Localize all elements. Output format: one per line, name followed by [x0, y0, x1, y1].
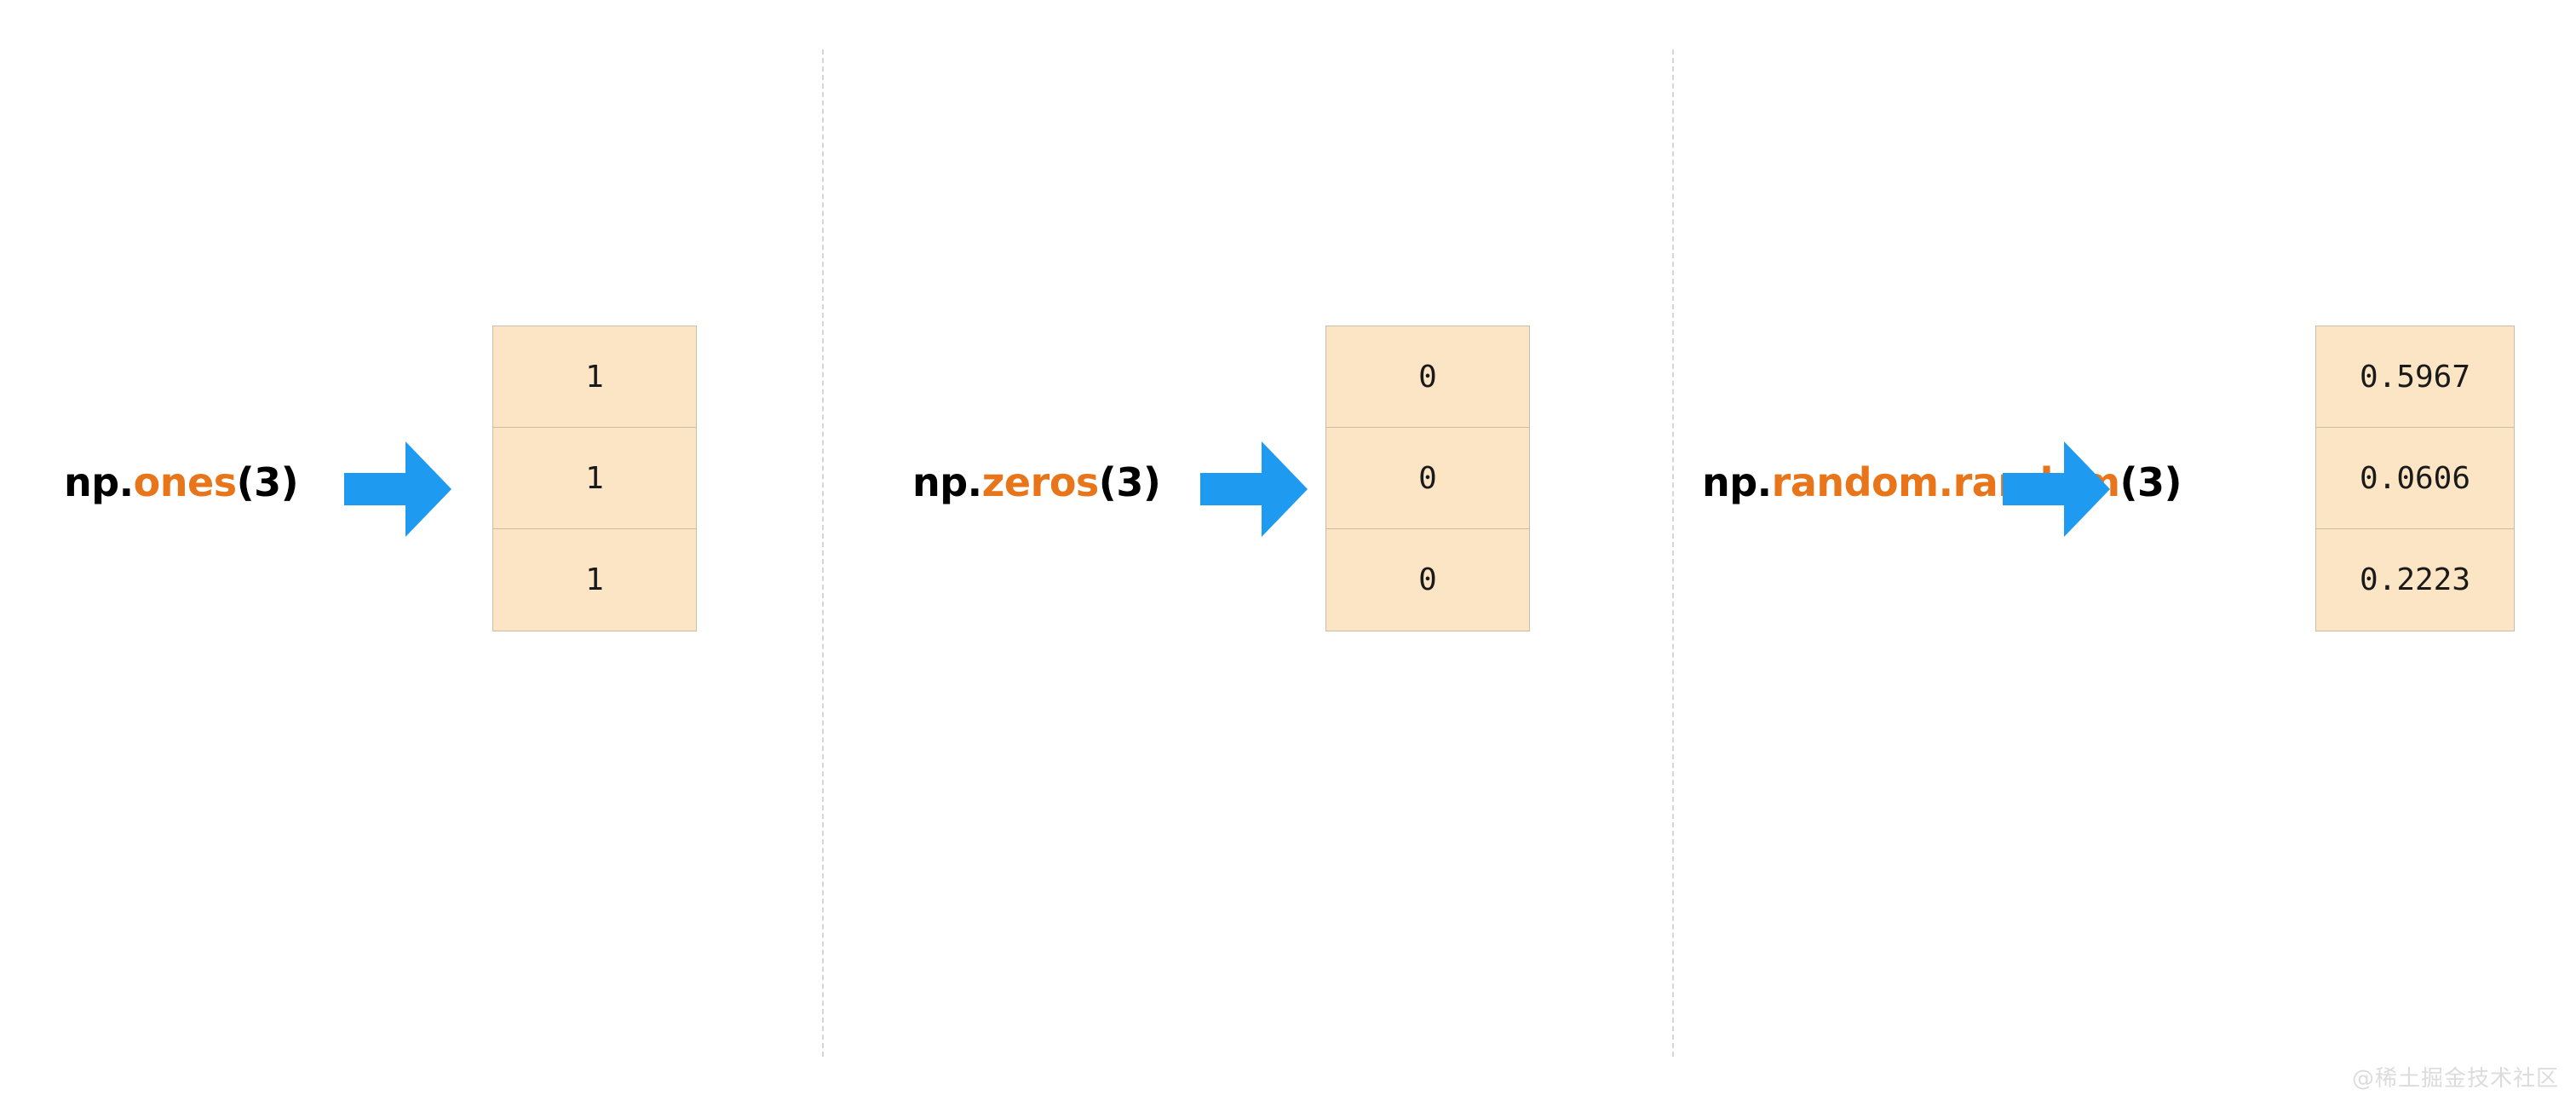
- code-function-name: zeros: [981, 459, 1100, 505]
- array-table-ones: 1 1 1: [492, 326, 697, 631]
- code-arguments: (3): [2119, 459, 2182, 505]
- table-row: 0: [1326, 529, 1529, 631]
- table-row: 0.0606: [2316, 428, 2514, 529]
- right-arrow-icon: [344, 441, 451, 537]
- panel-ones: np.ones(3) 1 1 1: [0, 0, 822, 1101]
- code-arguments: (3): [236, 459, 299, 505]
- code-namespace: np.: [1702, 459, 1772, 505]
- panel-zeros: np.zeros(3) 0 0 0: [822, 0, 1672, 1101]
- right-arrow-icon: [2003, 441, 2110, 537]
- watermark: @稀土掘金技术社区: [2351, 1066, 2559, 1092]
- panel-divider-1: [822, 49, 824, 1057]
- table-row: 1: [493, 529, 696, 631]
- table-row: 0.2223: [2316, 529, 2514, 631]
- array-table-zeros: 0 0 0: [1325, 326, 1530, 631]
- table-row: 0.5967: [2316, 326, 2514, 428]
- array-table-random: 0.5967 0.0606 0.2223: [2315, 326, 2515, 631]
- code-arguments: (3): [1098, 459, 1161, 505]
- code-label-zeros: np.zeros(3): [912, 453, 1161, 512]
- panel-divider-2: [1672, 49, 1674, 1057]
- right-arrow-icon: [1200, 441, 1308, 537]
- code-namespace: np.: [912, 459, 982, 505]
- table-row: 1: [493, 428, 696, 529]
- code-function-name: ones: [133, 459, 237, 505]
- table-row: 1: [493, 326, 696, 428]
- panel-random: np.random.random(3) 0.5967 0.0606 0.2223: [1672, 0, 2576, 1101]
- table-row: 0: [1326, 326, 1529, 428]
- code-namespace: np.: [64, 459, 134, 505]
- table-row: 0: [1326, 428, 1529, 529]
- code-label-ones: np.ones(3): [64, 453, 299, 512]
